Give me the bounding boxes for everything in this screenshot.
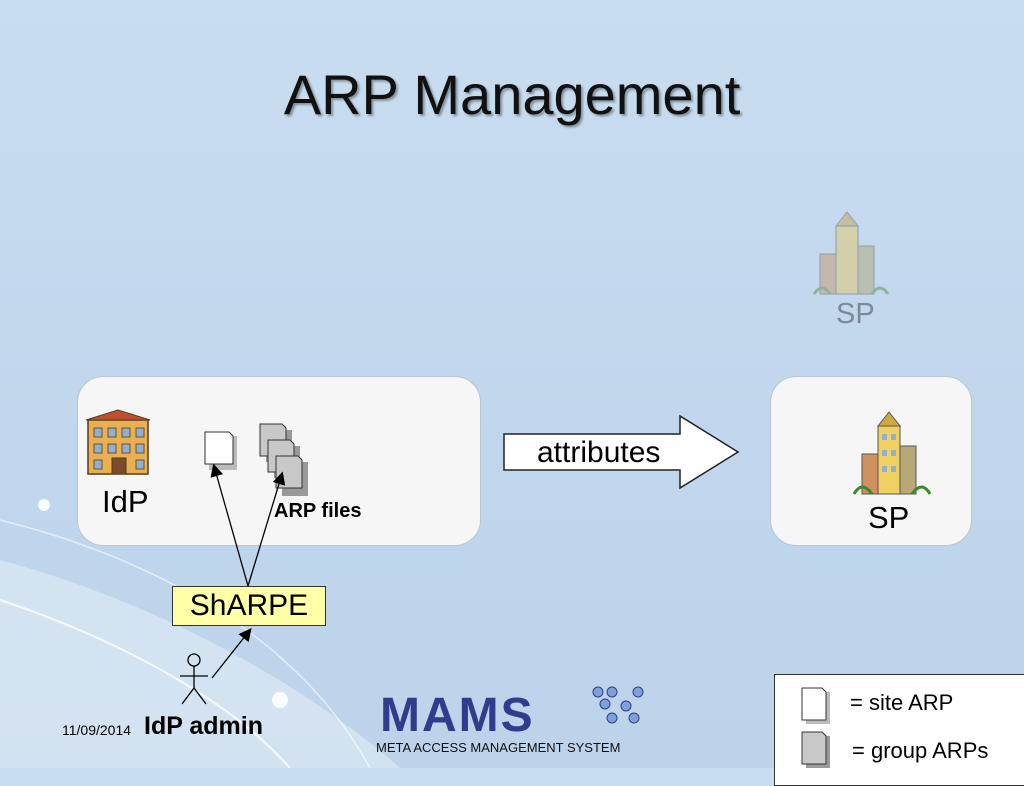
legend-site-arp-label: = site ARP	[850, 690, 954, 715]
mams-subtitle: META ACCESS MANAGEMENT SYSTEM	[376, 740, 621, 755]
sp-label: SP	[868, 500, 910, 535]
idp-building-icon	[85, 409, 151, 475]
idp-admin-label: IdP admin	[144, 712, 264, 740]
connector-lines	[210, 463, 286, 679]
legend-site-arp-icon	[801, 687, 830, 724]
slide-date: 11/09/2014	[62, 722, 132, 738]
background-swoosh	[0, 0, 1024, 768]
sp-building-icon	[852, 411, 932, 495]
mams-logo-text: MAMS	[380, 689, 535, 742]
legend-group-arps-label: = group ARPs	[852, 738, 989, 763]
admin-person-icon	[180, 653, 208, 705]
attributes-label: attributes	[537, 436, 661, 469]
faded-building-icon	[812, 211, 890, 295]
hexagon-logo-icon	[592, 686, 644, 724]
sp-faded-label: SP	[836, 298, 875, 330]
idp-label: IdP	[102, 484, 149, 519]
sharpe-box: ShARPE	[172, 586, 326, 626]
legend-group-arp-icon	[801, 731, 830, 768]
arp-files-label: ARP files	[274, 500, 362, 522]
slide-title: ARP Management	[283, 63, 741, 126]
attributes-arrow	[503, 414, 740, 490]
